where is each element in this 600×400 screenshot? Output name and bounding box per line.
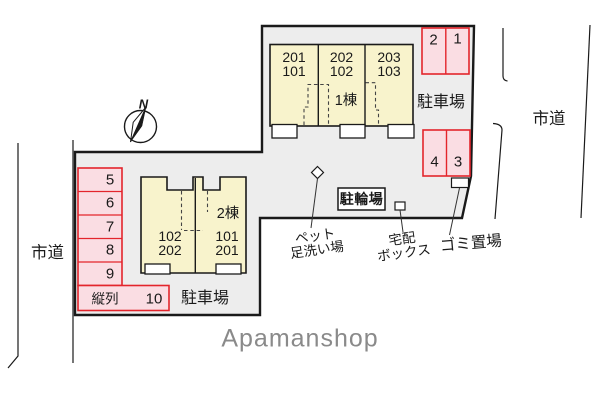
building1-porch-1 [271,123,298,139]
parking-box-tandem-10 [77,284,170,312]
building2-porch-2 [215,263,242,275]
building2-unit-1-label: 102 202 [158,229,181,257]
garbage-marker [450,177,470,189]
bicycle-parking-box [337,187,386,211]
parking-box-5-9 [77,167,123,287]
left-road-label: 市道 [31,243,64,262]
right-road-inner-edge-upper [502,28,508,82]
delivery-box-marker [394,201,406,211]
building1-entry-dashed-1 [303,83,330,125]
pet-wash-leader-line [310,178,318,229]
parking-area-label-left: 駐車場 [180,290,230,307]
unit-upper: 202 [329,48,354,65]
compass-north-label: N [138,96,149,111]
building1-name: 1棟 [334,92,358,109]
left-road-outer-edge [7,143,19,369]
right-road-inner-edge-lower [492,122,503,220]
building2-name: 2棟 [216,205,240,222]
parking-space-7: 7 [105,218,115,235]
building1-porch-3 [387,123,415,139]
parking-space-8: 8 [105,241,115,259]
parking-space-1: 1 [453,30,462,47]
building1-entry-dashed-2 [365,82,380,125]
parking-space-9: 9 [105,265,115,282]
parking-space-6: 6 [105,194,115,212]
building1-unit-1-label: 201 101 [282,50,305,78]
garbage-leader-line [449,187,460,236]
parking-space-3: 3 [453,153,463,171]
parking-space-5: 5 [105,171,115,188]
building1-unit-3-label: 203 103 [377,50,400,78]
right-road-label: 市道 [532,109,566,128]
unit-lower: 102 [329,62,354,79]
parking-space-4: 4 [430,153,439,171]
parking-space-10: 10 [145,290,163,307]
unit-upper: 102 [158,228,182,244]
unit-lower: 101 [282,62,306,79]
brand-logo-text: Apamanshop [221,324,379,353]
unit-upper: 101 [215,228,239,244]
building2-porch-1 [144,263,171,275]
building2-outline [140,176,247,274]
unit-upper: 203 [377,48,401,65]
parking-space-2: 2 [429,31,438,48]
unit-upper: 201 [282,48,306,65]
unit-lower: 103 [377,62,401,79]
bicycle-parking-label: 駐輪場 [339,191,384,207]
parking-area-label-right: 駐車場 [416,93,466,111]
compass-needle-black [130,106,147,143]
parking-tandem-label: 縦列 [91,290,119,306]
building1-unit-2-label: 202 102 [330,50,353,78]
unit-lower: 202 [158,242,182,258]
unit-lower: 201 [215,242,239,258]
right-road-outer-edge [580,24,591,219]
building2-unit-2-label: 101 201 [215,229,238,257]
delivery-box-leader-line [399,209,404,233]
building1-porch-2 [339,123,366,139]
building1-outline [269,43,414,127]
